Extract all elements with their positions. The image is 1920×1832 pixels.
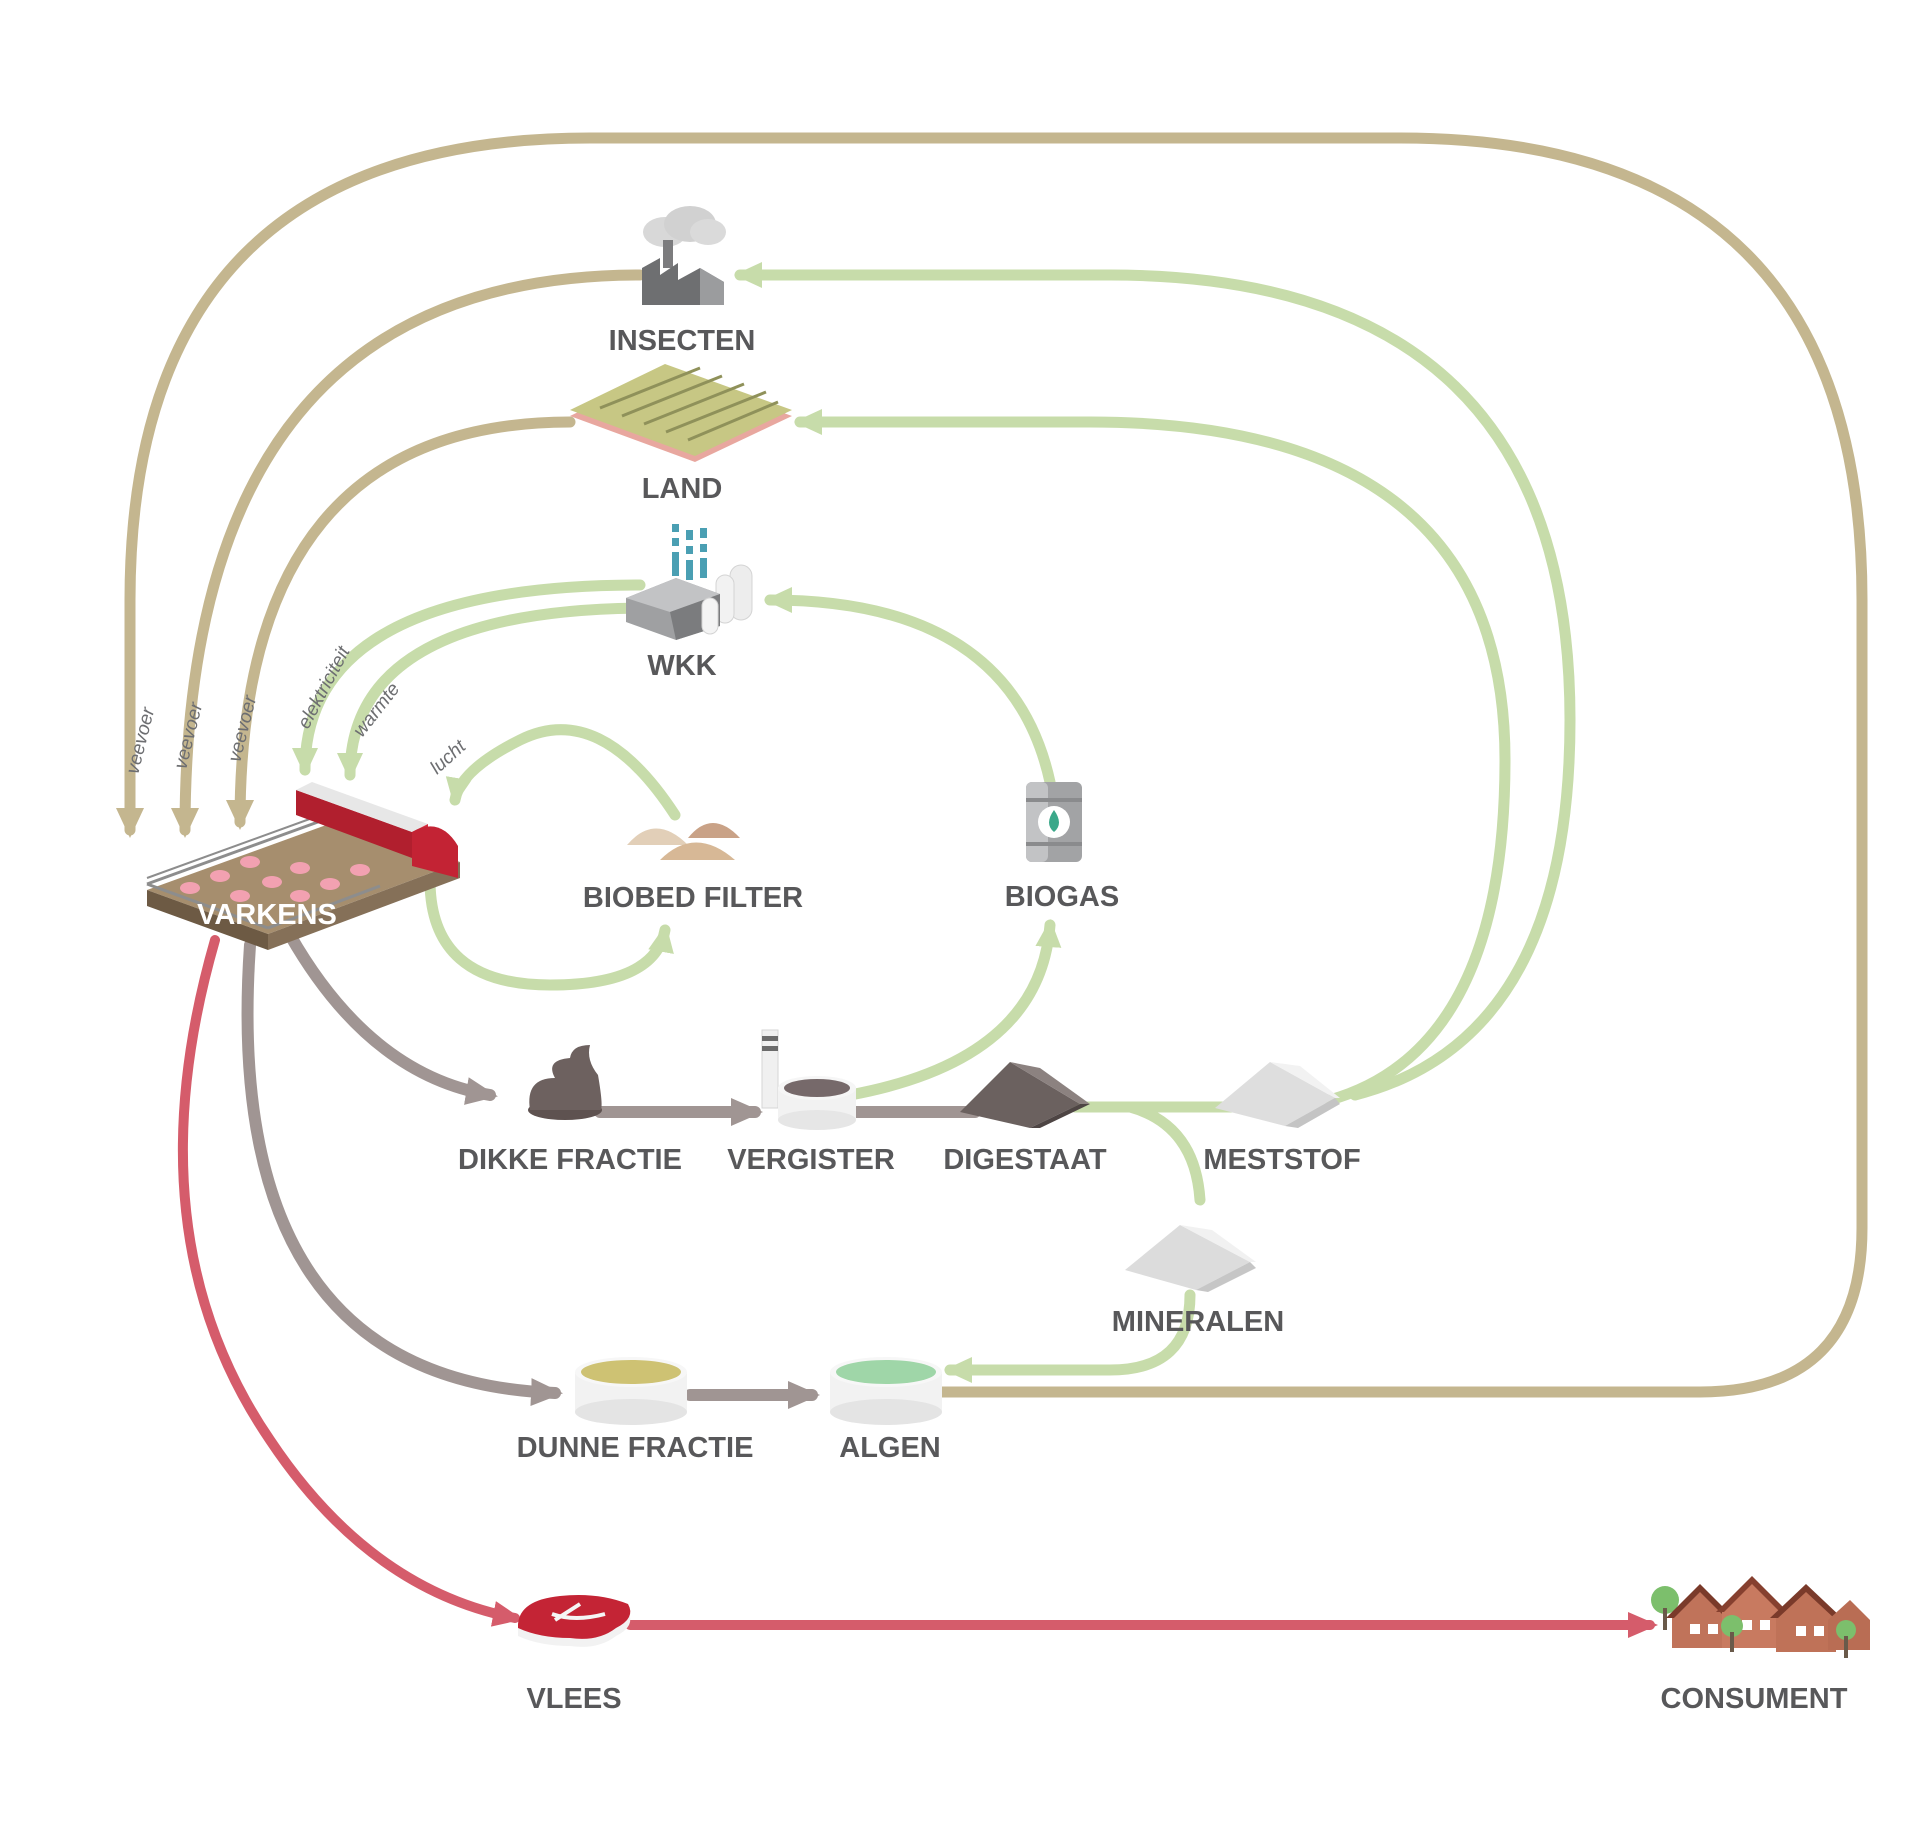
steak-icon [518, 1595, 631, 1647]
flow-varkens-to-dikke-fractie [284, 929, 498, 1105]
flow-varkens-to-vlees [177, 935, 523, 1627]
thin-fraction-basin-icon [575, 1357, 687, 1425]
flow-wkk-elektriciteit [292, 579, 646, 776]
fertilizer-pile-icon [1215, 1062, 1340, 1128]
minerals-pile-icon [1125, 1225, 1256, 1292]
compost-pile-icon [627, 823, 740, 860]
label-land: LAND [642, 473, 723, 505]
flow-vergister-to-biogas [844, 919, 1062, 1101]
label-dunne-fractie: DUNNE FRACTIE [517, 1432, 754, 1464]
digester-icon [761, 1029, 856, 1130]
label-biobed-filter: BIOBED FILTER [583, 882, 803, 914]
algae-basin-icon [830, 1357, 942, 1425]
flow-insecten-to-varkens [171, 269, 646, 838]
flow-label-veevoer-2: veevoer [170, 700, 207, 771]
flow-varkens-to-biobed [424, 874, 674, 991]
flow-label-veevoer-3: veevoer [224, 693, 261, 764]
manure-icon [528, 1045, 602, 1120]
label-dikke-fractie: DIKKE FRACTIE [458, 1144, 682, 1176]
flow-biobed-to-varkens [445, 724, 681, 821]
field-icon [570, 364, 792, 462]
factory-icon [642, 206, 726, 305]
power-plant-icon [626, 524, 753, 640]
flow-digestaat-to-mineralen [1124, 1101, 1206, 1206]
label-varkens: VARKENS [197, 899, 337, 931]
label-biogas: BIOGAS [1005, 881, 1119, 913]
houses-icon [1651, 1576, 1870, 1658]
digestate-pile-icon [960, 1062, 1090, 1128]
label-vlees: VLEES [526, 1683, 621, 1715]
label-digestaat: DIGESTAAT [943, 1144, 1107, 1176]
label-wkk: WKK [647, 650, 716, 682]
flow-algen-to-varkens [116, 132, 1868, 1398]
label-algen: ALGEN [839, 1432, 941, 1464]
flows [116, 132, 1868, 1638]
flow-label-elektriciteit: elektriciteit [294, 643, 355, 733]
label-consument: CONSUMENT [1661, 1683, 1848, 1715]
flow-varkens-to-dunne-fractie [241, 939, 563, 1407]
flow-land-to-varkens [226, 416, 576, 830]
node-labels: INSECTEN LAND WKK VARKENS BIOBED FILTER … [197, 325, 1848, 1715]
label-insecten: INSECTEN [609, 325, 756, 357]
label-meststof: MESTSTOF [1203, 1144, 1360, 1176]
flow-labels: veevoer veevoer veevoer elektriciteit wa… [122, 643, 470, 779]
pig-barn-icon [146, 782, 460, 950]
flow-mineralen-to-algen [944, 1289, 1196, 1383]
flow-biogas-to-wkk [764, 587, 1056, 788]
label-mineralen: MINERALEN [1112, 1306, 1284, 1338]
flow-meststof-to-insecten [734, 262, 1576, 1101]
flow-wkk-warmte [337, 602, 656, 781]
flow-meststof-to-land [794, 409, 1511, 1106]
label-vergister: VERGISTER [727, 1144, 895, 1176]
gas-barrel-icon [1026, 782, 1082, 862]
